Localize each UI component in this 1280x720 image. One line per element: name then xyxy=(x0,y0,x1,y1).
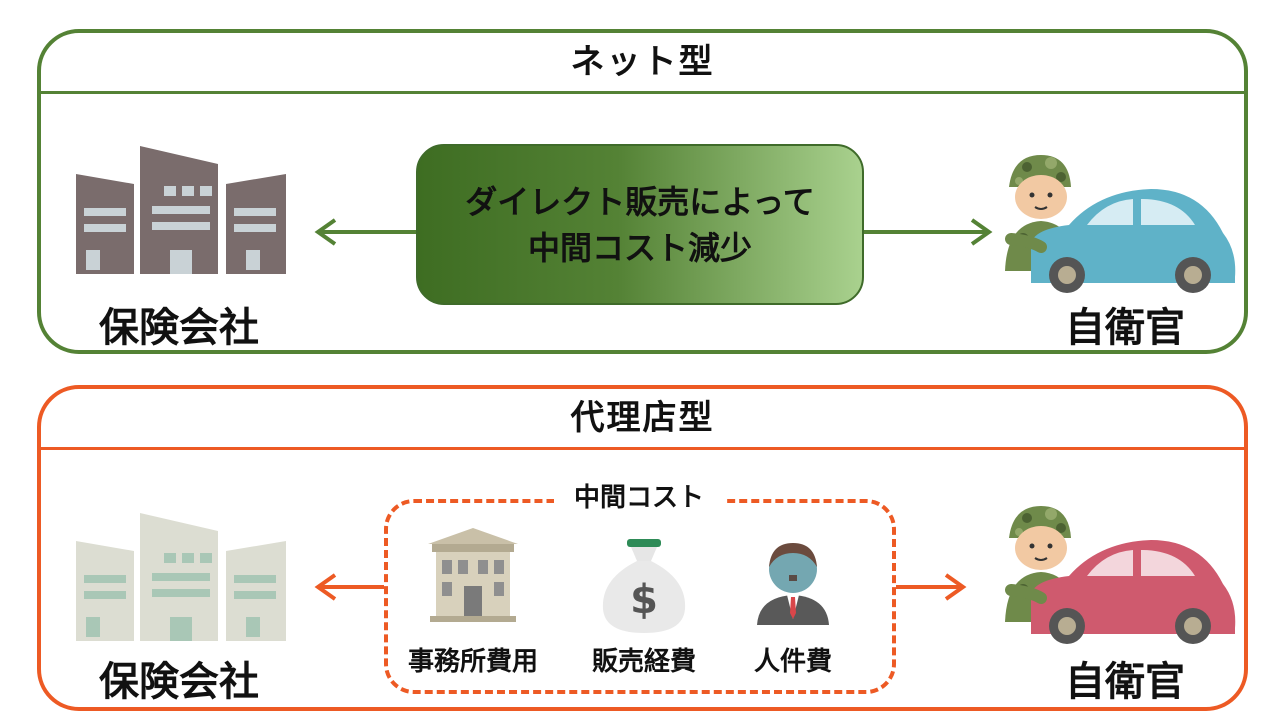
direct-sales-line1: ダイレクト販売によって xyxy=(465,182,815,221)
sdf-member-label-agency: 自衛官 xyxy=(1065,659,1185,705)
right-arrow-icon xyxy=(864,218,993,246)
person-icon xyxy=(757,543,829,625)
insurance-company-label: 保険会社 xyxy=(99,305,259,351)
cost-personnel: 人件費 xyxy=(753,647,832,677)
left-arrow-icon xyxy=(314,218,416,246)
right-arrow-agency-icon xyxy=(896,573,967,601)
soldier-with-red-car-icon xyxy=(1005,506,1236,644)
sdf-member-label: 自衛官 xyxy=(1065,305,1185,351)
direct-sales-box: ダイレクト販売によって 中間コスト減少 xyxy=(416,144,864,305)
insurance-company-label-agency: 保険会社 xyxy=(99,659,259,705)
soldier-with-car-icon xyxy=(1005,155,1236,293)
svg-text:$: $ xyxy=(630,577,658,623)
money-bag-icon: $ xyxy=(602,539,686,633)
agency-type-title: 代理店型 xyxy=(41,389,1244,450)
office-building-icon xyxy=(428,528,518,622)
insurance-company-buildings-faded-icon xyxy=(76,513,286,641)
net-type-title: ネット型 xyxy=(41,33,1244,94)
direct-sales-line2: 中間コスト減少 xyxy=(527,228,752,267)
net-type-panel: ネット型 保険会社 ダイレクト販売によって 中間コスト減少 xyxy=(37,29,1248,354)
left-arrow-agency-icon xyxy=(314,573,384,601)
cost-sales: 販売経費 xyxy=(591,647,696,677)
insurance-company-buildings-icon xyxy=(76,146,286,274)
agency-type-panel: 代理店型 保険会社 中間コスト xyxy=(37,385,1248,711)
intermediate-cost-label: 中間コスト xyxy=(554,483,724,513)
cost-office: 事務所費用 xyxy=(407,647,538,677)
